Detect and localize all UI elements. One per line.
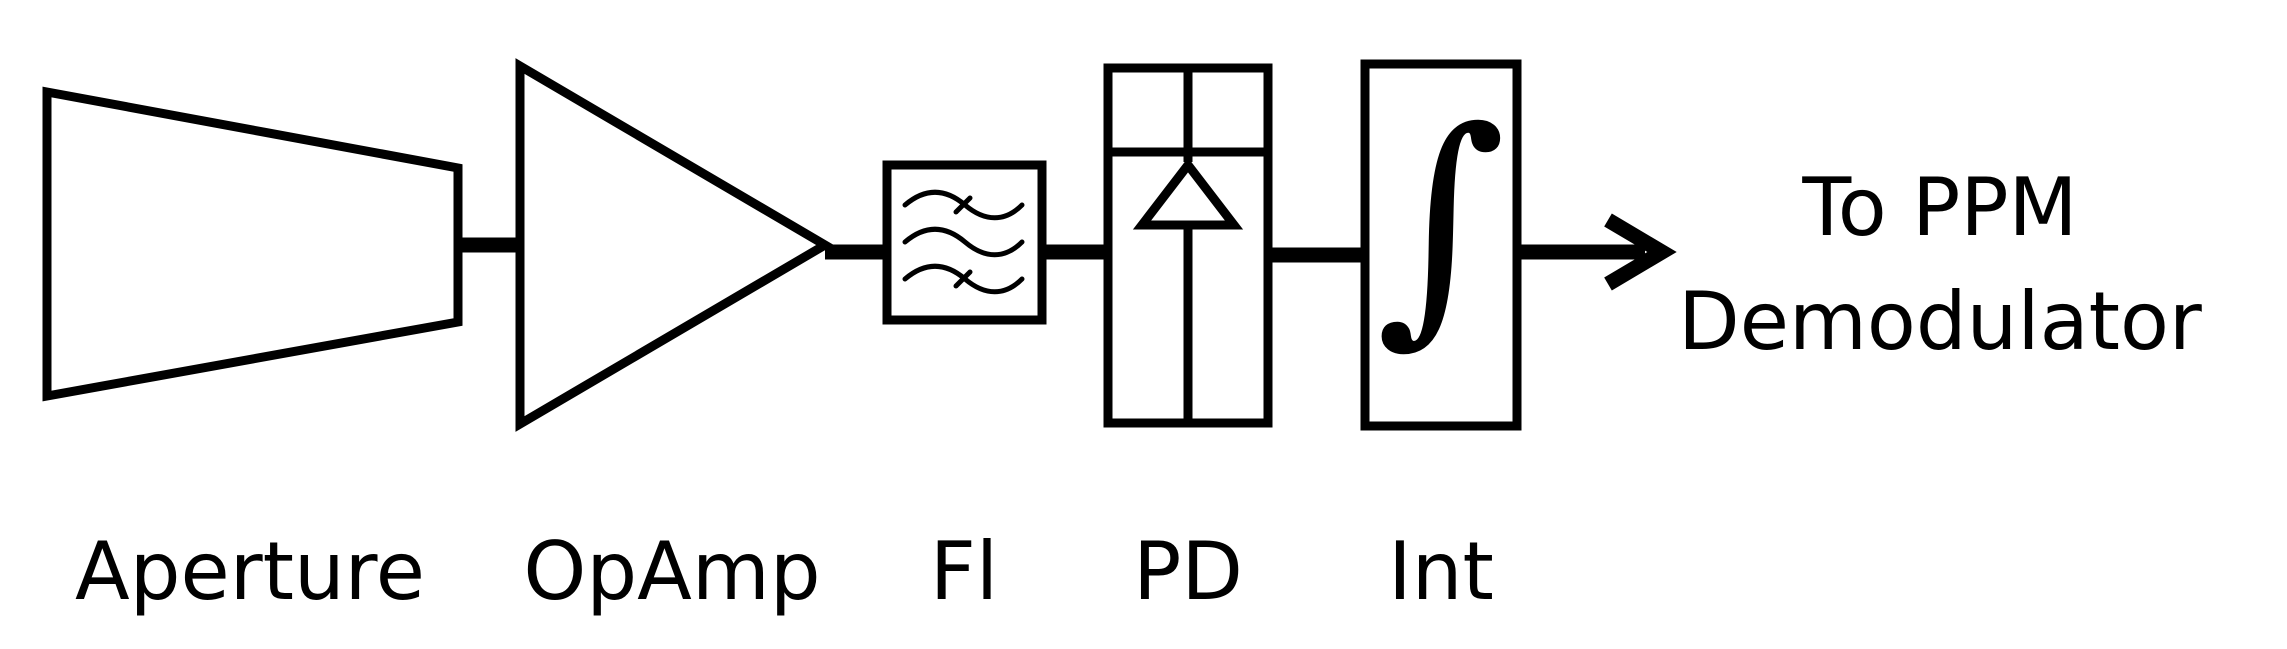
filter-box [882, 160, 1047, 325]
integrator-label: Int [1388, 525, 1494, 618]
output-arrowhead [1604, 213, 1677, 291]
aperture-label: Aperture [74, 525, 426, 618]
integral-symbol: ∫ [1375, 77, 1507, 368]
aperture-shape [42, 86, 463, 402]
photodetector-label: PD [1133, 525, 1243, 618]
filter-label: Fl [929, 525, 999, 618]
output-label-line2: Demodulator [1678, 275, 2202, 368]
filter-wave-icon [902, 189, 1025, 295]
photodiode-icon [1132, 157, 1244, 230]
opamp-triangle [515, 58, 834, 432]
output-label-line1: To PPM [1802, 161, 2078, 254]
opamp-label: OpAmp [523, 525, 821, 618]
photodetector-box [1103, 63, 1273, 428]
